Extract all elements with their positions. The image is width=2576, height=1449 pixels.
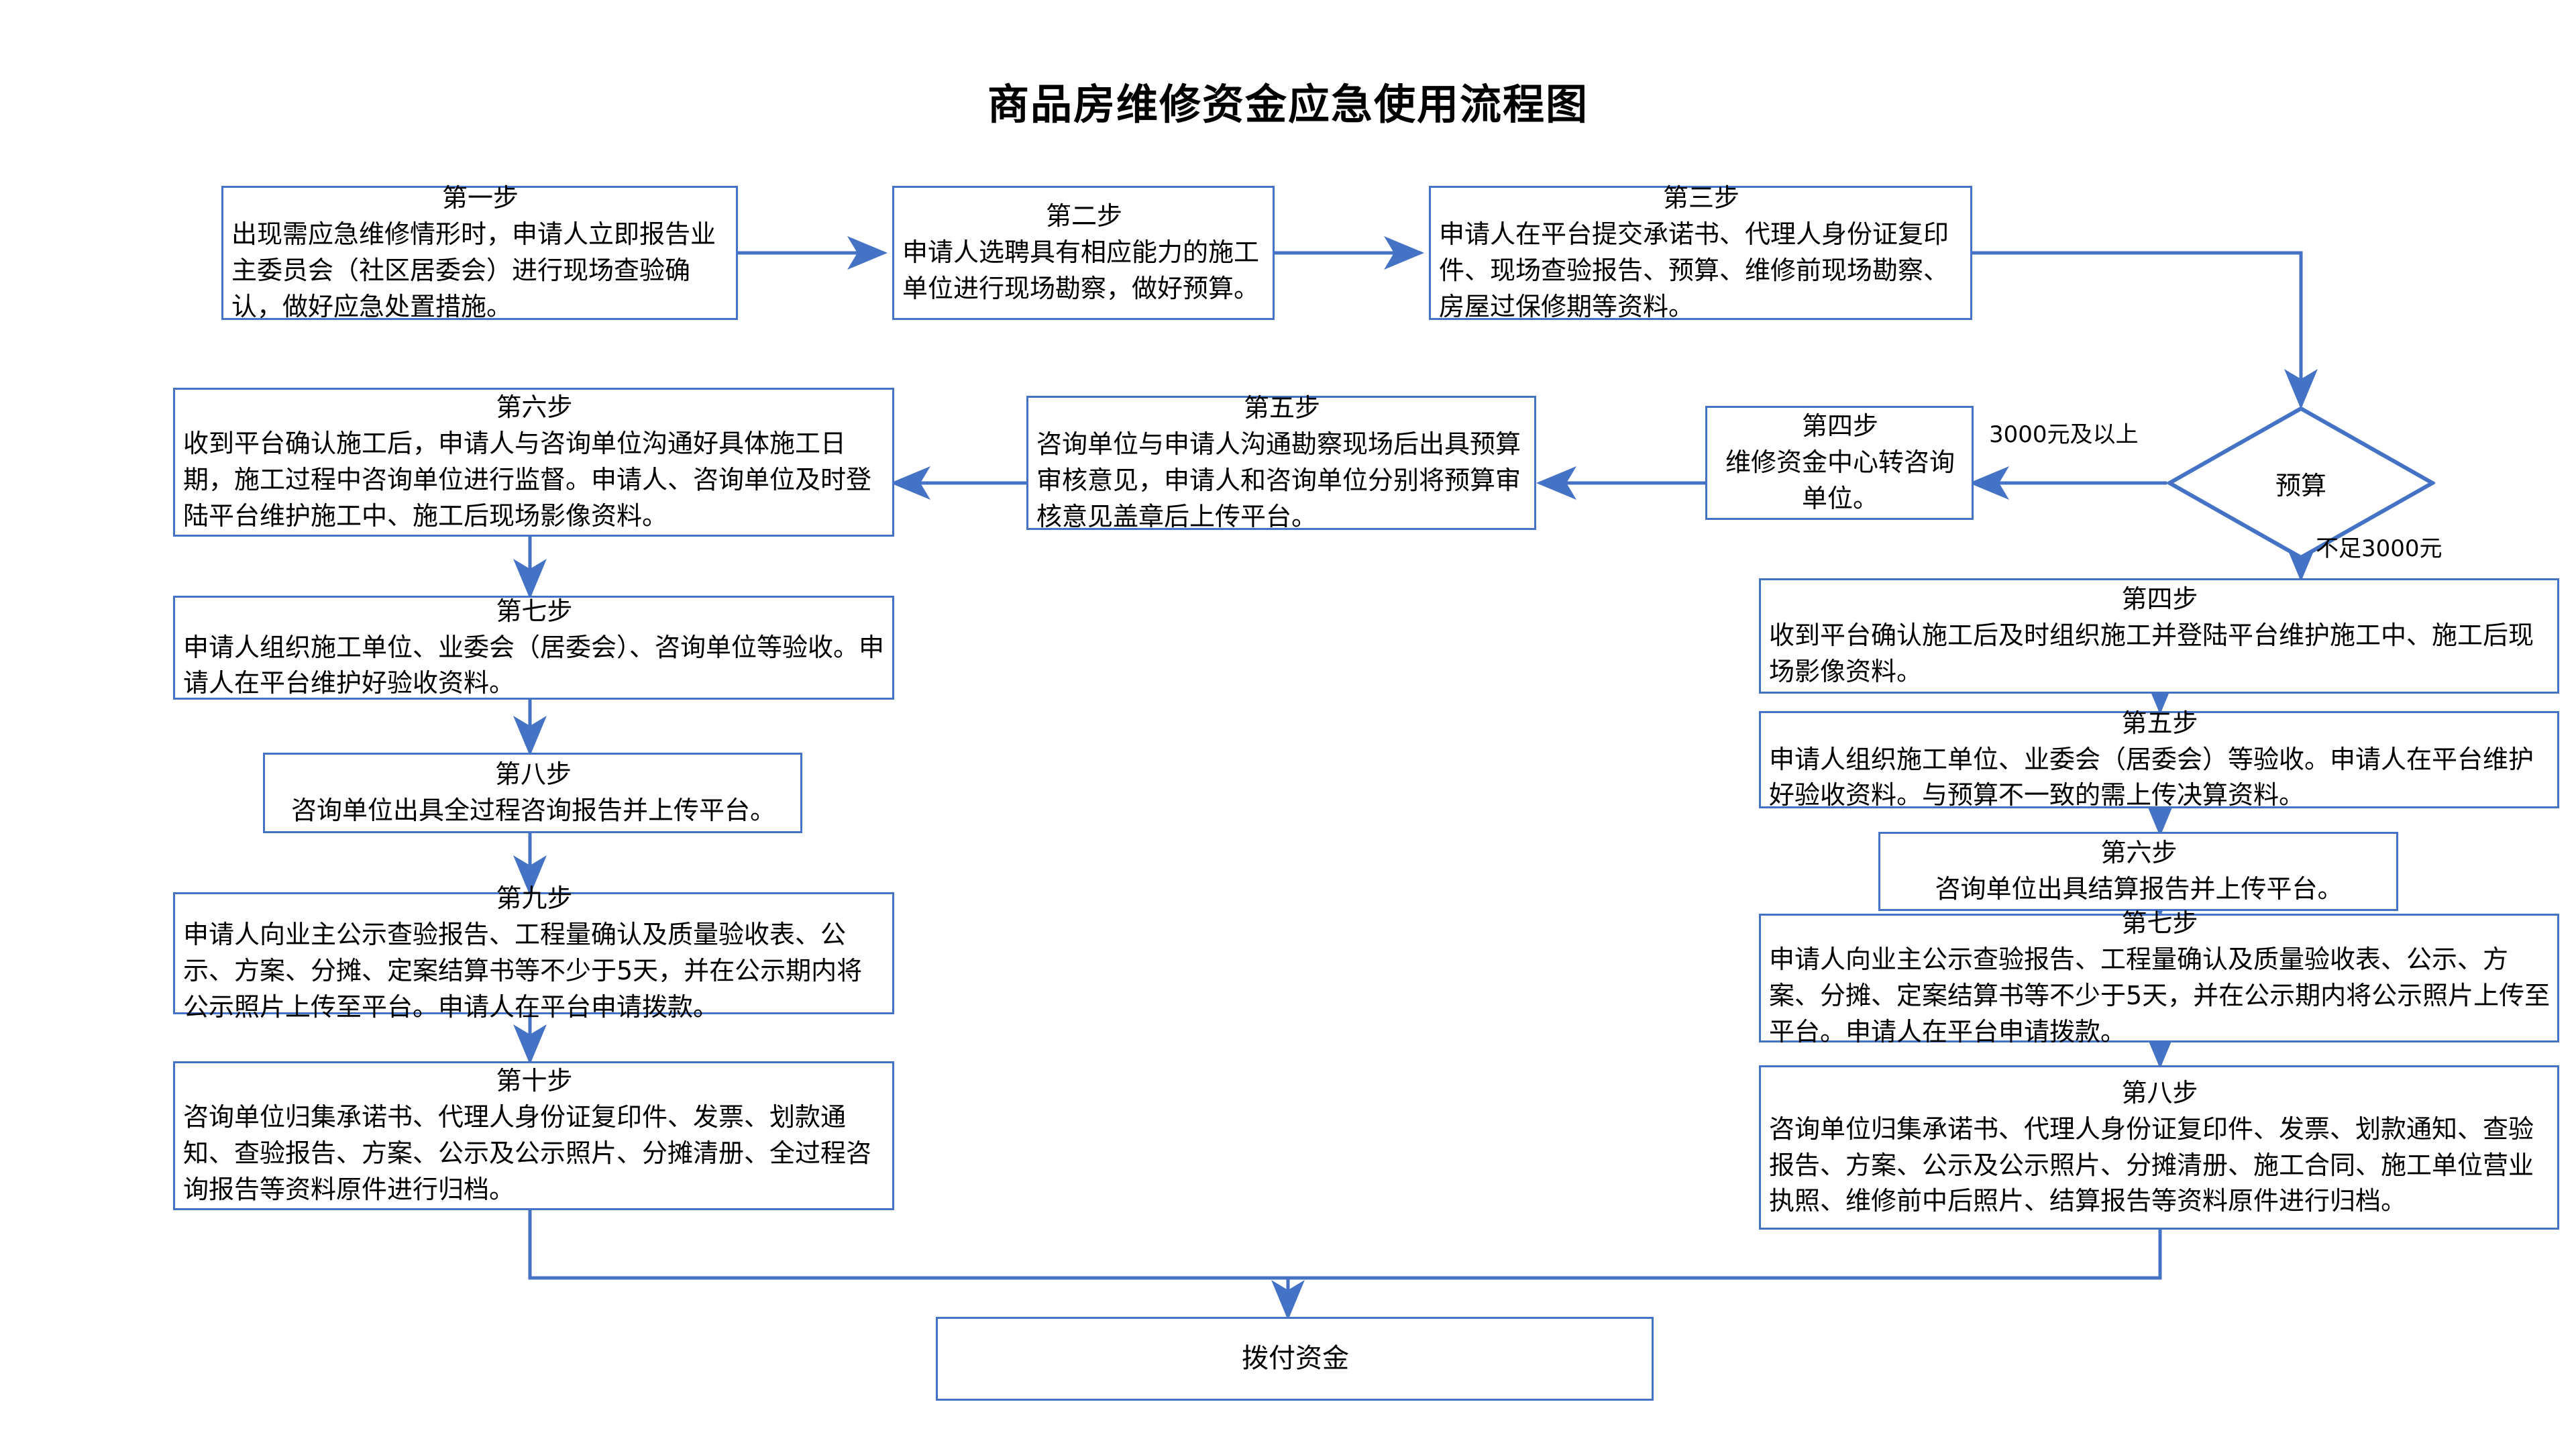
node-left-step-8: 第八步 咨询单位出具全过程咨询报告并上传平台。 <box>263 753 802 833</box>
right-step-6-head: 第六步 <box>2100 838 2178 868</box>
node-right-step-5: 第五步 申请人组织施工单位、业委会（居委会）等验收。申请人在平台维护好验收资料。… <box>1759 708 2559 810</box>
left-step-7-body: 申请人组织施工单位、业委会（居委会）、咨询单位等验收。申请人在平台维护好验收资料… <box>183 632 885 698</box>
node-right-step-8: 第八步 咨询单位归集承诺书、代理人身份证复印件、发票、划款通知、查验报告、方案、… <box>1759 1065 2559 1230</box>
right-step-8-body: 咨询单位归集承诺书、代理人身份证复印件、发票、划款通知、查验报告、方案、公示及公… <box>1769 1114 2534 1216</box>
left-step-9-body: 申请人向业主公示查验报告、工程量确认及质量验收表、公示、方案、分摊、定案结算书等… <box>183 920 863 1022</box>
step-1-head: 第一步 <box>441 183 519 213</box>
right-step-5-head: 第五步 <box>2121 708 2198 738</box>
right-step-5-body: 申请人组织施工单位、业委会（居委会）等验收。申请人在平台维护好验收资料。与预算不… <box>1769 744 2534 810</box>
node-left-step-10: 第十步 咨询单位归集承诺书、代理人身份证复印件、发票、划款通知、查验报告、方案、… <box>173 1061 894 1210</box>
left-step-8-head: 第八步 <box>494 759 572 790</box>
left-step-10-body: 咨询单位归集承诺书、代理人身份证复印件、发票、划款通知、查验报告、方案、公示及公… <box>183 1102 872 1204</box>
left-step-6-body: 收到平台确认施工后，申请人与咨询单位沟通好具体施工日期，施工过程中咨询单位进行监… <box>183 429 872 531</box>
left-step-9-head: 第九步 <box>496 883 573 914</box>
node-right-step-4: 第四步 收到平台确认施工后及时组织施工并登陆平台维护施工中、施工后现场影像资料。 <box>1759 578 2559 694</box>
right-step-4-body: 收到平台确认施工后及时组织施工并登陆平台维护施工中、施工后现场影像资料。 <box>1769 621 2534 686</box>
node-left-step-7: 第七步 申请人组织施工单位、业委会（居委会）、咨询单位等验收。申请人在平台维护好… <box>173 596 894 700</box>
step-2-head: 第二步 <box>1045 201 1122 231</box>
step-3-head: 第三步 <box>1662 183 1739 213</box>
left-step-5-body: 咨询单位与申请人沟通勘察现场后出具预算审核意见，申请人和咨询单位分别将预算审核意… <box>1036 429 1521 531</box>
right-step-8-head: 第八步 <box>2121 1077 2198 1108</box>
node-step-2: 第二步 申请人选聘具有相应能力的施工单位进行现场勘察，做好预算。 <box>892 186 1275 320</box>
terminal-label: 拨付资金 <box>1242 1343 1349 1375</box>
left-step-10-head: 第十步 <box>496 1066 573 1096</box>
left-step-4-body: 维修资金中心转咨询单位。 <box>1725 447 1955 513</box>
node-right-step-7: 第七步 申请人向业主公示查验报告、工程量确认及质量验收表、公示、方案、分摊、定案… <box>1759 908 2559 1046</box>
node-left-step-4: 第四步 维修资金中心转咨询单位。 <box>1705 406 1974 520</box>
node-left-step-5: 第五步 咨询单位与申请人沟通勘察现场后出具预算审核意见，申请人和咨询单位分别将预… <box>1026 393 1536 531</box>
left-step-7-head: 第七步 <box>496 596 573 626</box>
step-2-body: 申请人选聘具有相应能力的施工单位进行现场勘察，做好预算。 <box>902 237 1260 303</box>
left-step-4-head: 第四步 <box>1801 411 1878 441</box>
right-step-4-head: 第四步 <box>2121 584 2198 614</box>
right-step-7-head: 第七步 <box>2121 908 2198 938</box>
right-step-7-body: 申请人向业主公示查验报告、工程量确认及质量验收表、公示、方案、分摊、定案结算书等… <box>1769 945 2551 1046</box>
decision-label: 预算 <box>2275 470 2326 500</box>
left-step-5-head: 第五步 <box>1243 393 1320 423</box>
node-terminal-disburse: 拨付资金 <box>936 1317 1654 1401</box>
left-step-8-body: 咨询单位出具全过程咨询报告并上传平台。 <box>290 796 775 825</box>
node-step-3: 第三步 申请人在平台提交承诺书、代理人身份证复印件、现场查验报告、预算、维修前现… <box>1429 183 1972 321</box>
node-right-step-6: 第六步 咨询单位出具结算报告并上传平台。 <box>1878 832 2398 911</box>
right-step-6-body: 咨询单位出具结算报告并上传平台。 <box>1935 874 2343 904</box>
step-1-body: 出现需应急维修情形时，申请人立即报告业主委员会（社区居委会）进行现场查验确认，做… <box>231 219 716 321</box>
left-step-6-head: 第六步 <box>496 392 573 423</box>
page-title: 商品房维修资金应急使用流程图 <box>987 80 1589 129</box>
node-left-step-9: 第九步 申请人向业主公示查验报告、工程量确认及质量验收表、公示、方案、分摊、定案… <box>173 883 894 1022</box>
node-step-1: 第一步 出现需应急维修情形时，申请人立即报告业主委员会（社区居委会）进行现场查验… <box>221 183 738 321</box>
node-left-step-6: 第六步 收到平台确认施工后，申请人与咨询单位沟通好具体施工日期，施工过程中咨询单… <box>173 388 894 537</box>
branch-label-down: 不足3000元 <box>2316 535 2443 562</box>
branch-label-left: 3000元及以上 <box>1989 421 2139 448</box>
step-3-body: 申请人在平台提交承诺书、代理人身份证复印件、现场查验报告、预算、维修前现场勘察、… <box>1439 219 1949 321</box>
